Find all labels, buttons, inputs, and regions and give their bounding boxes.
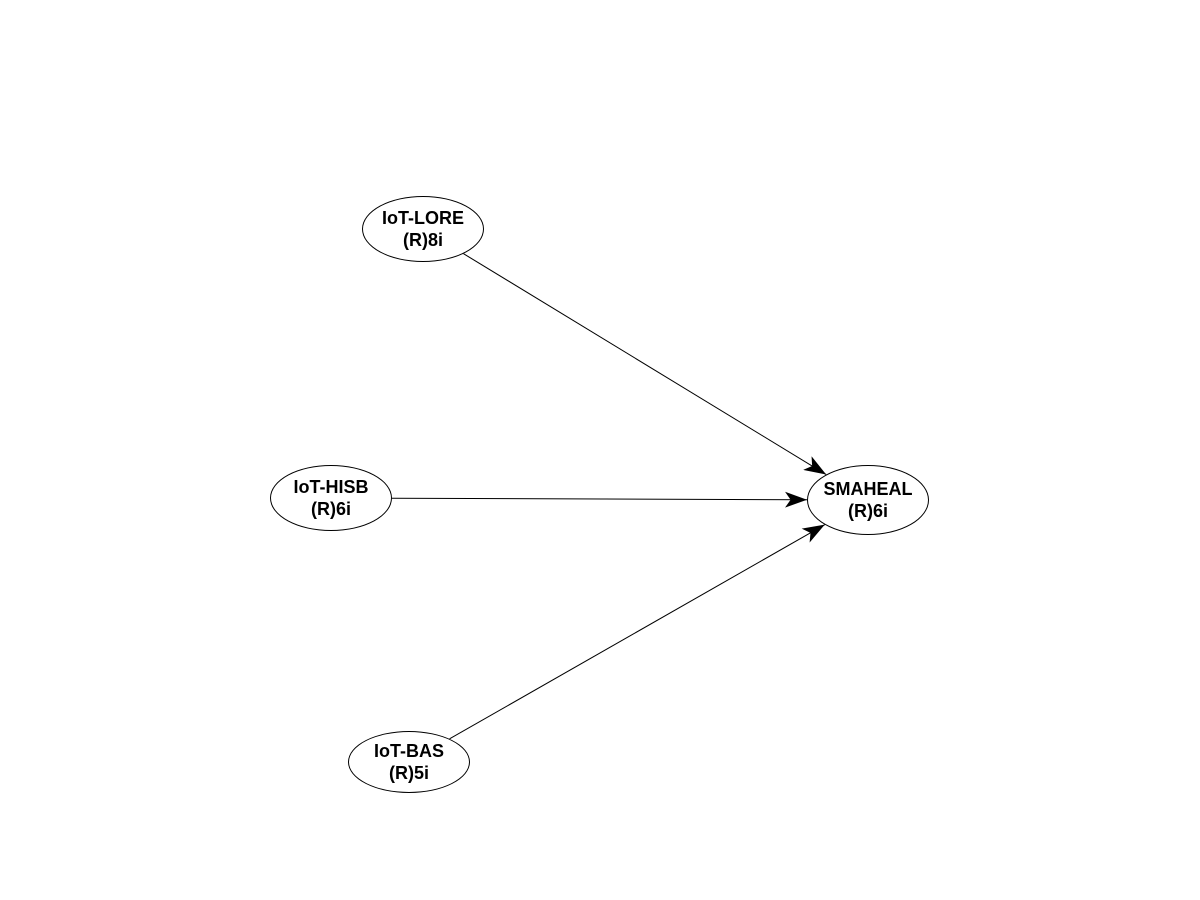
node-label: IoT-LORE <box>382 208 464 228</box>
node-smaheal: SMAHEAL (R)6i <box>807 465 929 535</box>
node-sublabel: (R)5i <box>389 763 429 783</box>
node-sublabel: (R)6i <box>311 499 351 519</box>
node-sublabel: (R)8i <box>403 230 443 250</box>
edge-iot-bas-to-smaheal <box>449 524 826 740</box>
edge-iot-hisb-to-smaheal <box>391 491 808 508</box>
node-label: IoT-BAS <box>374 741 444 761</box>
node-iot-bas: IoT-BAS (R)5i <box>348 731 470 793</box>
node-iot-lore: IoT-LORE (R)8i <box>362 196 484 262</box>
edge-iot-lore-to-smaheal <box>463 253 827 475</box>
node-sublabel: (R)6i <box>848 501 888 521</box>
node-iot-hisb: IoT-HISB (R)6i <box>270 465 392 531</box>
node-label: SMAHEAL <box>823 479 913 499</box>
node-label: IoT-HISB <box>293 477 369 497</box>
